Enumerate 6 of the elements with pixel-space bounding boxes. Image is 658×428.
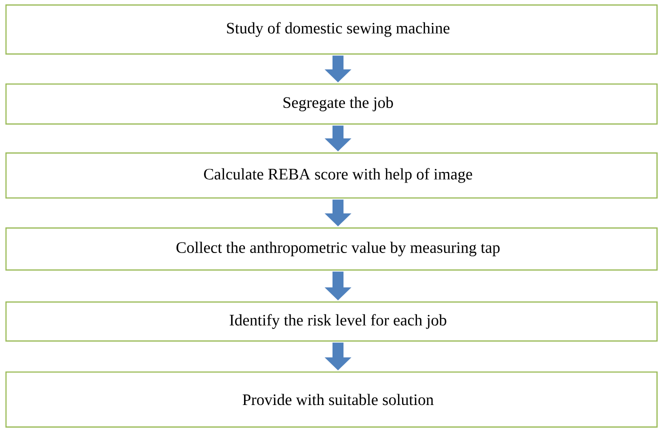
process-box: Collect the anthropometric value by measuring tap	[5, 227, 658, 271]
process-box: Identify the risk level for each job	[5, 301, 658, 342]
process-box: Provide with suitable solution	[5, 371, 658, 428]
process-box: Segregate the job	[5, 83, 658, 125]
process-box: Calculate REBA score with help of image	[5, 152, 658, 199]
process-box: Study of domestic sewing machine	[5, 4, 658, 55]
